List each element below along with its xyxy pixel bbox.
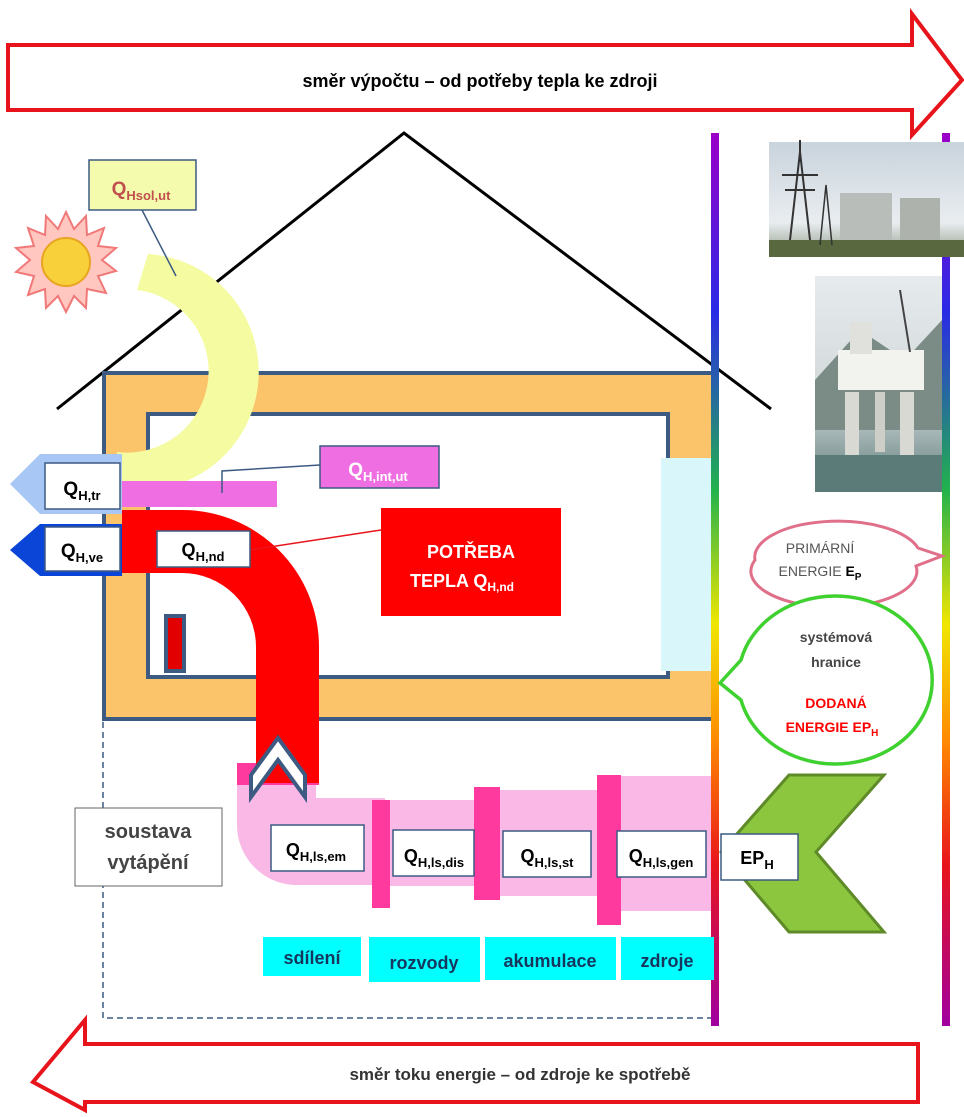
emission-loss-label: QH,ls,em <box>270 824 365 872</box>
svg-text:QH,int,ut: QH,int,ut <box>348 460 408 484</box>
internal-gains-bar <box>122 481 277 507</box>
delivered-energy-line1: DODANÁ <box>805 695 866 711</box>
generation-loss-label: QH,ls,gen <box>616 830 707 878</box>
oil-rig-image <box>815 276 942 492</box>
svg-text:vytápění: vytápění <box>107 852 190 874</box>
stage-storage: akumulace <box>485 937 616 980</box>
solar-gains-label: QHsol,ut <box>88 159 197 211</box>
radiator-icon <box>164 614 186 673</box>
heating-system-label: soustava vytápění <box>74 807 223 887</box>
primary-energy-boundary-line <box>942 133 950 1026</box>
svg-text:EPH: EPH <box>740 848 773 872</box>
heat-demand-label: QH,nd <box>156 530 251 568</box>
svg-text:QHsol,ut: QHsol,ut <box>112 179 172 203</box>
heat-demand-box: POTŘEBA TEPLA QH,nd <box>381 508 561 616</box>
ventilation-loss-label: QH,ve <box>44 526 121 572</box>
svg-text:rozvody: rozvody <box>389 953 458 973</box>
energy-flow-direction-arrow: směr toku energie – od zdroje ke spotřeb… <box>29 1014 920 1114</box>
delivered-energy-label: EPH <box>720 833 799 881</box>
svg-text:zdroje: zdroje <box>640 951 693 971</box>
stage-distribution: rozvody <box>369 937 480 982</box>
energy-flow-direction-label: směr toku energie – od zdroje ke spotřeb… <box>349 1065 690 1084</box>
system-boundary-line1: systémová <box>800 629 873 645</box>
system-boundary-line2: hranice <box>811 654 861 670</box>
calculation-direction-label: směr výpočtu – od potřeby tepla ke zdroj… <box>302 71 657 91</box>
svg-text:sdílení: sdílení <box>283 948 341 968</box>
transmission-loss-label: QH,tr <box>44 462 121 510</box>
storage-loss-label: QH,ls,st <box>502 830 592 878</box>
heat-demand-line1: POTŘEBA <box>427 541 515 562</box>
system-boundary-bubble: systémová hranice DODANÁ ENERGIE EPH <box>717 594 934 766</box>
svg-text:QH,ls,em: QH,ls,em <box>286 840 346 864</box>
svg-text:QH,nd: QH,nd <box>182 540 225 564</box>
distribution-loss-label: QH,ls,dis <box>392 829 475 877</box>
system-boundary-line <box>711 133 719 1026</box>
svg-text:soustava: soustava <box>105 821 193 843</box>
heat-demand-flow <box>122 510 319 783</box>
primary-energy-bubble: PRIMÁRNÍ ENERGIE EP <box>749 519 947 609</box>
house-roof <box>56 131 772 411</box>
svg-text:QH,tr: QH,tr <box>63 479 100 503</box>
svg-text:akumulace: akumulace <box>503 951 596 971</box>
internal-gains-label: QH,int,ut <box>319 445 440 489</box>
primary-energy-line1: PRIMÁRNÍ <box>786 540 855 556</box>
svg-text:QH,ls,gen: QH,ls,gen <box>629 846 694 870</box>
delivered-energy-line2: ENERGIE EPH <box>786 719 879 739</box>
heat-demand-line2: TEPLA QH,nd <box>410 571 514 594</box>
delivered-energy-arrow <box>719 773 888 934</box>
calculation-direction-arrow: směr výpočtu – od potřeby tepla ke zdroj… <box>6 8 964 141</box>
window-panel <box>661 458 711 671</box>
svg-text:QH,ls,dis: QH,ls,dis <box>404 846 464 870</box>
primary-energy-line2: ENERGIE EP <box>779 563 862 583</box>
sun-icon <box>13 209 119 315</box>
svg-text:QH,ls,st: QH,ls,st <box>520 846 574 870</box>
svg-text:QH,ve: QH,ve <box>61 541 103 565</box>
stage-emission: sdílení <box>263 937 361 976</box>
power-plant-image <box>769 140 964 257</box>
stage-generation: zdroje <box>621 937 714 980</box>
solar-gain-arc <box>117 254 259 491</box>
